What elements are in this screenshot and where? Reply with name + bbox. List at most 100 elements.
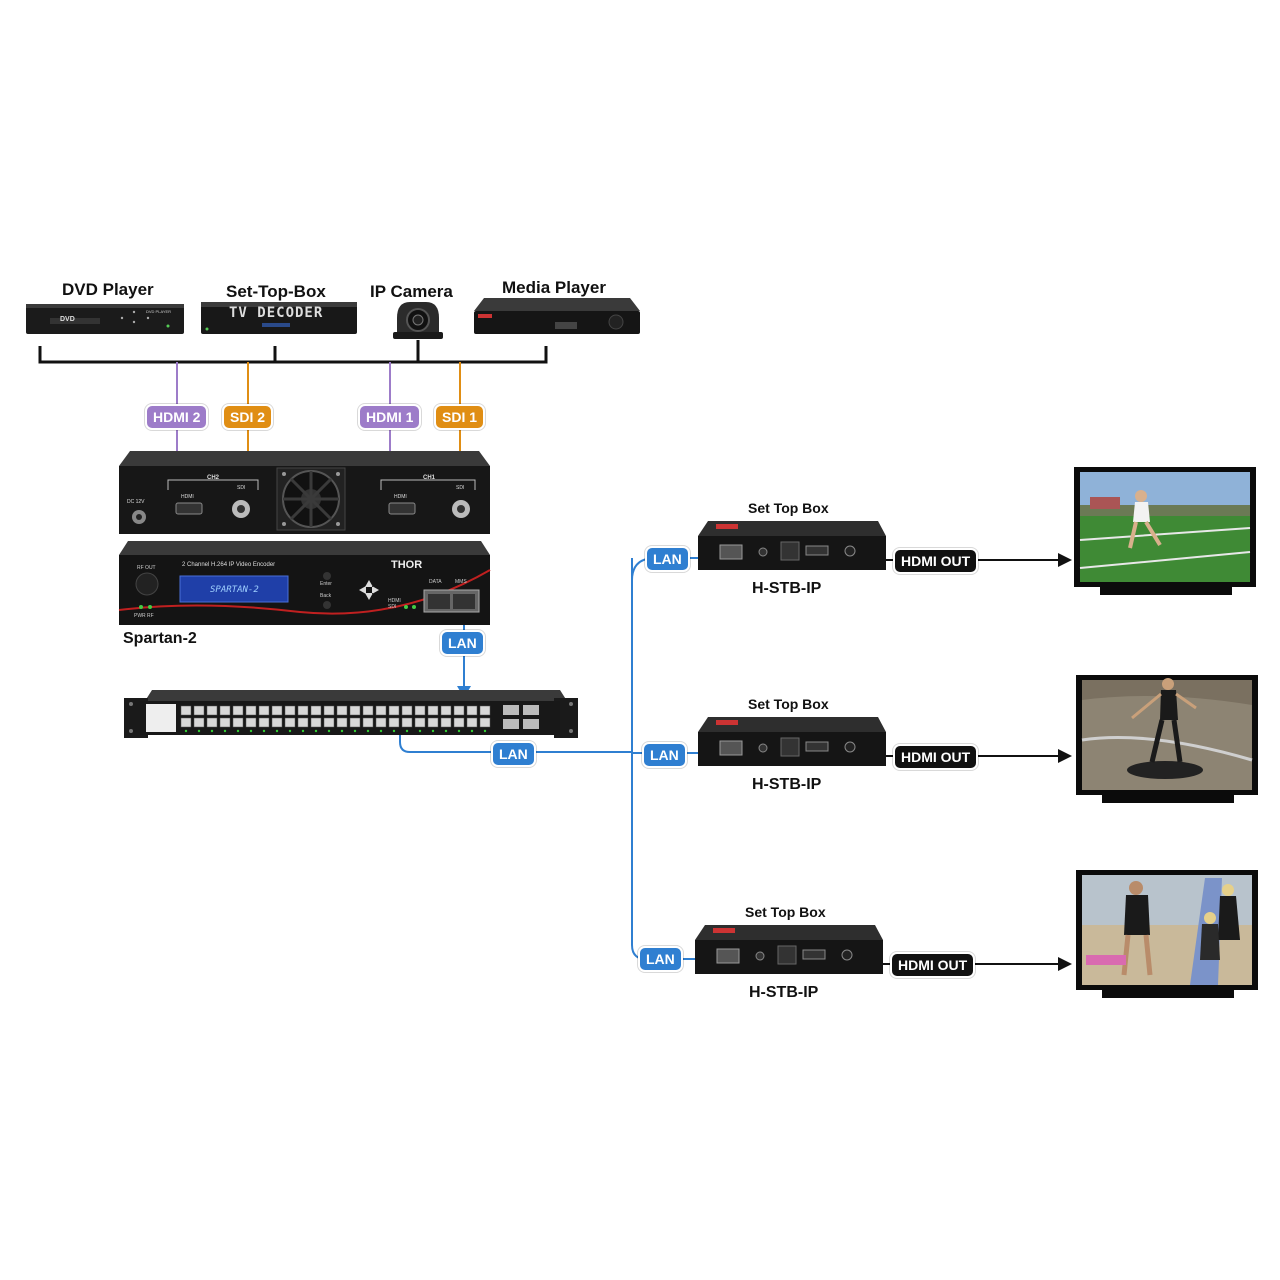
switch-port bbox=[180, 705, 192, 716]
dvd-logo: DVD bbox=[60, 316, 75, 323]
switch-port-led bbox=[379, 729, 383, 733]
switch-port-led bbox=[418, 729, 422, 733]
switch-port bbox=[466, 717, 478, 728]
switch-port bbox=[310, 717, 322, 728]
switch-port bbox=[232, 705, 244, 716]
enter-label: Enter bbox=[320, 581, 332, 587]
switch-port bbox=[310, 705, 322, 716]
switch-port bbox=[440, 717, 452, 728]
receiver-2-caption: Set Top Box bbox=[748, 696, 829, 712]
switch-port-led bbox=[197, 729, 201, 733]
switch-port-led bbox=[184, 729, 188, 733]
switch-port-led bbox=[444, 729, 448, 733]
receiver-3-hdmi-out-tag: HDMI OUT bbox=[890, 952, 976, 978]
switch-port-led bbox=[431, 729, 435, 733]
receiver-2-model: H-STB-IP bbox=[752, 776, 822, 793]
pwr-rf-label: PWR RF bbox=[134, 613, 154, 619]
switch-port bbox=[414, 705, 426, 716]
switch-port bbox=[388, 717, 400, 728]
switch-port bbox=[375, 705, 387, 716]
switch-port bbox=[232, 717, 244, 728]
switch-port bbox=[401, 717, 413, 728]
receiver-1-hdmi-out-tag: HDMI OUT bbox=[893, 548, 979, 574]
thor-logo: THOR bbox=[391, 559, 423, 571]
encoder-display: SPARTAN-2 bbox=[210, 585, 259, 595]
switch-port bbox=[297, 705, 309, 716]
switch-port bbox=[349, 717, 361, 728]
sdi1-tag: SDI 1 bbox=[434, 404, 486, 430]
switch-port bbox=[362, 705, 374, 716]
rear-hdmi1-label: HDMI bbox=[394, 494, 407, 500]
ip-camera-title: IP Camera bbox=[370, 282, 453, 301]
switch-port bbox=[245, 717, 257, 728]
ch2-label: CH2 bbox=[207, 475, 220, 481]
back-label: Back bbox=[320, 593, 332, 599]
switch-port bbox=[219, 705, 231, 716]
lan-tag-encoder: LAN bbox=[440, 630, 485, 656]
receiver-3-model: H-STB-IP bbox=[749, 984, 819, 1001]
switch-port-led bbox=[288, 729, 292, 733]
switch-port-led bbox=[275, 729, 279, 733]
receiver-3-lan-tag: LAN bbox=[638, 946, 683, 972]
switch-port-led bbox=[353, 729, 357, 733]
switch-port-led bbox=[223, 729, 227, 733]
dvd-front-text: DVD PLAYER bbox=[146, 309, 172, 314]
lan-tag-switch: LAN bbox=[491, 741, 536, 767]
ch1-label: CH1 bbox=[423, 475, 436, 481]
switch-port-led bbox=[301, 729, 305, 733]
switch-port-led bbox=[470, 729, 474, 733]
switch-port bbox=[479, 717, 491, 728]
switch-port bbox=[284, 717, 296, 728]
receiver-1-caption: Set Top Box bbox=[748, 500, 829, 516]
switch-port bbox=[258, 705, 270, 716]
rear-sdi1-label: SDI bbox=[456, 485, 465, 491]
switch-port-led bbox=[210, 729, 214, 733]
switch-port-led bbox=[392, 729, 396, 733]
rear-hdmi2-label: HDMI bbox=[181, 494, 194, 500]
lan-switch-out bbox=[399, 716, 632, 753]
switch-port bbox=[245, 705, 257, 716]
switch-port bbox=[479, 705, 491, 716]
switch-port bbox=[193, 717, 205, 728]
switch-port bbox=[219, 717, 231, 728]
switch-port-led bbox=[340, 729, 344, 733]
switch-port bbox=[193, 705, 205, 716]
switch-port bbox=[284, 705, 296, 716]
switch-port bbox=[349, 705, 361, 716]
data-label: DATA bbox=[429, 579, 442, 585]
switch-port bbox=[323, 705, 335, 716]
switch-port bbox=[466, 705, 478, 716]
receiver-2-hdmi-out-tag: HDMI OUT bbox=[893, 744, 979, 770]
switch-port-led bbox=[314, 729, 318, 733]
encoder-name: Spartan-2 bbox=[123, 630, 197, 647]
switch-port-led bbox=[405, 729, 409, 733]
switch-port bbox=[401, 705, 413, 716]
hdmi1-tag: HDMI 1 bbox=[358, 404, 422, 430]
mms-label: MMS bbox=[455, 579, 467, 585]
receiver-1-lan-tag: LAN bbox=[645, 546, 690, 572]
switch-port bbox=[271, 717, 283, 728]
rear-sdi2-label: SDI bbox=[237, 485, 246, 491]
receiver-3-caption: Set Top Box bbox=[745, 904, 826, 920]
switch-port bbox=[336, 717, 348, 728]
switch-port-led bbox=[236, 729, 240, 733]
source-bracket bbox=[38, 346, 548, 364]
switch-port bbox=[271, 705, 283, 716]
switch-port bbox=[206, 717, 218, 728]
switch-port-led bbox=[249, 729, 253, 733]
switch-port-led bbox=[366, 729, 370, 733]
sdi2-tag: SDI 2 bbox=[222, 404, 274, 430]
switch-port bbox=[414, 717, 426, 728]
switch-port bbox=[453, 705, 465, 716]
switch-port bbox=[362, 717, 374, 728]
